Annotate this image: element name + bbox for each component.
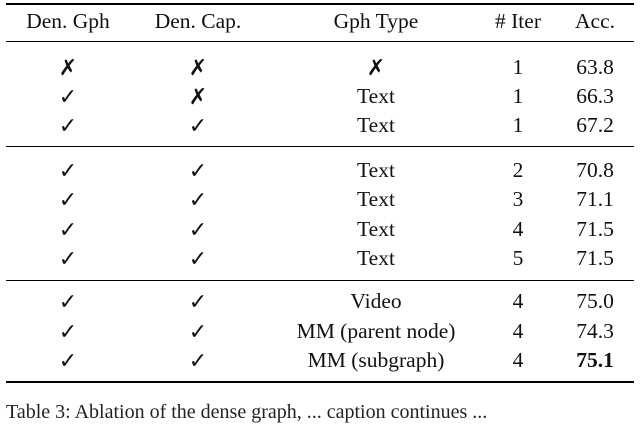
iter-cell: 2 [512,158,524,182]
gph-type-cell: MM (parent node) [296,319,456,343]
header-rule [6,41,634,42]
iter-cell: 4 [512,319,524,343]
table-header-row: Den. Gph Den. Cap. Gph Type # Iter Acc. [6,7,634,36]
iter-cell: 1 [512,84,524,108]
gph-type-cell: MM (subgraph) [307,348,445,372]
gph-type-cell: Text [357,217,395,241]
den-cap-mark: ✓ [188,289,208,314]
den-cap-mark: ✗ [188,84,208,109]
den-gph-mark: ✓ [58,84,78,109]
header-iter: # Iter [495,9,541,33]
den-gph-mark: ✓ [58,348,78,373]
gph-type-cell: Video [350,289,402,313]
header-den-gph: Den. Gph [26,9,110,33]
acc-cell: 70.8 [576,158,614,182]
acc-cell: 63.8 [576,55,614,79]
gph-type-cell: Text [357,246,395,270]
den-cap-mark: ✓ [188,113,208,138]
acc-cell: 71.5 [576,246,614,270]
gph-type-cell: ✗ [366,55,386,80]
header-acc: Acc. [575,9,615,33]
table-row: ✓ ✓ Text 4 71.5 [6,215,634,244]
gph-type-cell: Text [357,113,395,137]
acc-cell: 71.1 [576,187,614,211]
den-gph-mark: ✓ [58,158,78,183]
acc-cell: 74.3 [576,319,614,343]
den-cap-mark: ✓ [188,246,208,271]
den-gph-mark: ✓ [58,113,78,138]
den-cap-mark: ✓ [188,158,208,183]
acc-cell: 66.3 [576,84,614,108]
den-cap-mark: ✓ [188,319,208,344]
acc-cell-best: 75.1 [576,348,614,372]
gph-type-cell: Text [357,84,395,108]
top-rule [6,3,634,5]
gph-type-cell: Text [357,187,395,211]
iter-cell: 4 [512,289,524,313]
acc-cell: 67.2 [576,113,614,137]
table-row: ✓ ✓ Text 5 71.5 [6,244,634,273]
group-rule [6,146,634,147]
table-row: ✓ ✓ Video 4 75.0 [6,287,634,316]
iter-cell: 4 [512,348,524,372]
den-cap-mark: ✓ [188,217,208,242]
table-row: ✓ ✗ Text 1 66.3 [6,82,634,111]
gph-type-cell: Text [357,158,395,182]
table-row: ✓ ✓ Text 1 67.2 [6,111,634,140]
iter-cell: 1 [512,113,524,137]
table-row: ✓ ✓ Text 2 70.8 [6,156,634,185]
den-gph-mark: ✓ [58,319,78,344]
den-gph-mark: ✓ [58,187,78,212]
den-gph-mark: ✗ [58,55,78,80]
table-row: ✓ ✓ MM (parent node) 4 74.3 [6,317,634,346]
iter-cell: 5 [512,246,524,270]
table-caption: Table 3: Ablation of the dense graph, ..… [6,401,488,423]
table-row: ✓ ✓ MM (subgraph) 4 75.1 [6,346,634,375]
den-gph-mark: ✓ [58,289,78,314]
den-cap-mark: ✓ [188,187,208,212]
den-gph-mark: ✓ [58,246,78,271]
den-gph-mark: ✓ [58,217,78,242]
acc-cell: 71.5 [576,217,614,241]
group-rule [6,280,634,281]
header-gph-type: Gph Type [333,9,419,33]
acc-cell: 75.0 [576,289,614,313]
header-den-cap: Den. Cap. [154,9,242,33]
iter-cell: 4 [512,217,524,241]
table-row: ✓ ✓ Text 3 71.1 [6,185,634,214]
bottom-rule [6,381,634,383]
iter-cell: 1 [512,55,524,79]
den-cap-mark: ✓ [188,348,208,373]
table-row: ✗ ✗ ✗ 1 63.8 [6,53,634,82]
den-cap-mark: ✗ [188,55,208,80]
iter-cell: 3 [512,187,524,211]
